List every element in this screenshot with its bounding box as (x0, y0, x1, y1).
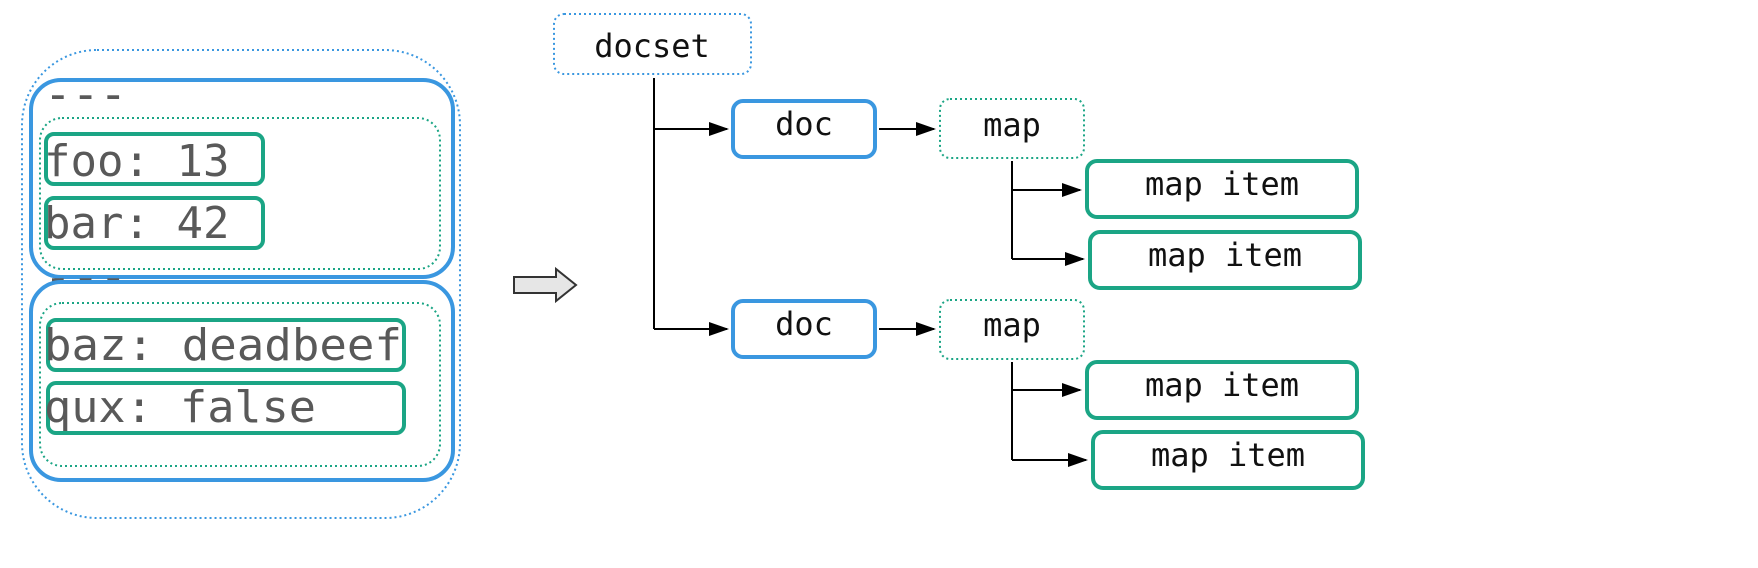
right-arrow-icon (513, 266, 578, 304)
tree-doc-2-box (731, 299, 877, 359)
doc-2-item-2: qux: false (44, 382, 316, 433)
docset-node-box (553, 13, 752, 75)
tree-map-1-item-1-box (1085, 159, 1359, 219)
tree-map-1-item-2-box (1088, 230, 1362, 290)
tree-map-1-box (939, 98, 1085, 159)
doc-1-map-box (39, 117, 441, 270)
docset-boundary (21, 49, 461, 519)
doc-2-item-1: baz: deadbeef (44, 320, 402, 371)
doc-2-box (29, 280, 455, 482)
doc-1-box (29, 78, 455, 279)
doc-2-separator: --- (44, 250, 127, 304)
parsed-tree: docset doc map map item map item doc map… (553, 13, 1365, 490)
doc-1-item-1-box (44, 132, 265, 186)
doc-1-item-2: bar: 42 (44, 198, 229, 249)
doc-1-item-2-box (44, 196, 265, 250)
tree-map-2-item-1: map item (1145, 366, 1299, 404)
tree-doc-1: doc (775, 105, 833, 143)
tree-doc-1-box (731, 99, 877, 159)
tree-map-1-item-1: map item (1145, 165, 1299, 203)
yaml-source: --- foo: 13 bar: 42 --- baz: deadbeef qu… (21, 49, 461, 519)
tree-map-2: map (983, 306, 1041, 344)
doc-2-map-box (39, 302, 441, 467)
tree-map-2-item-1-box (1085, 360, 1359, 420)
tree-map-2-box (939, 299, 1085, 360)
doc-2-item-2-box (46, 381, 406, 435)
tree-map-1: map (983, 106, 1041, 144)
tree-map-2-item-2-box (1091, 430, 1365, 490)
tree-map-2-item-2: map item (1151, 436, 1305, 474)
tree-map-1-item-2: map item (1148, 236, 1302, 274)
doc-1-separator: --- (44, 67, 127, 121)
doc-1-item-1: foo: 13 (44, 136, 229, 187)
tree-doc-2: doc (775, 305, 833, 343)
doc-2-item-1-box (46, 318, 406, 372)
docset-node: docset (594, 27, 710, 65)
